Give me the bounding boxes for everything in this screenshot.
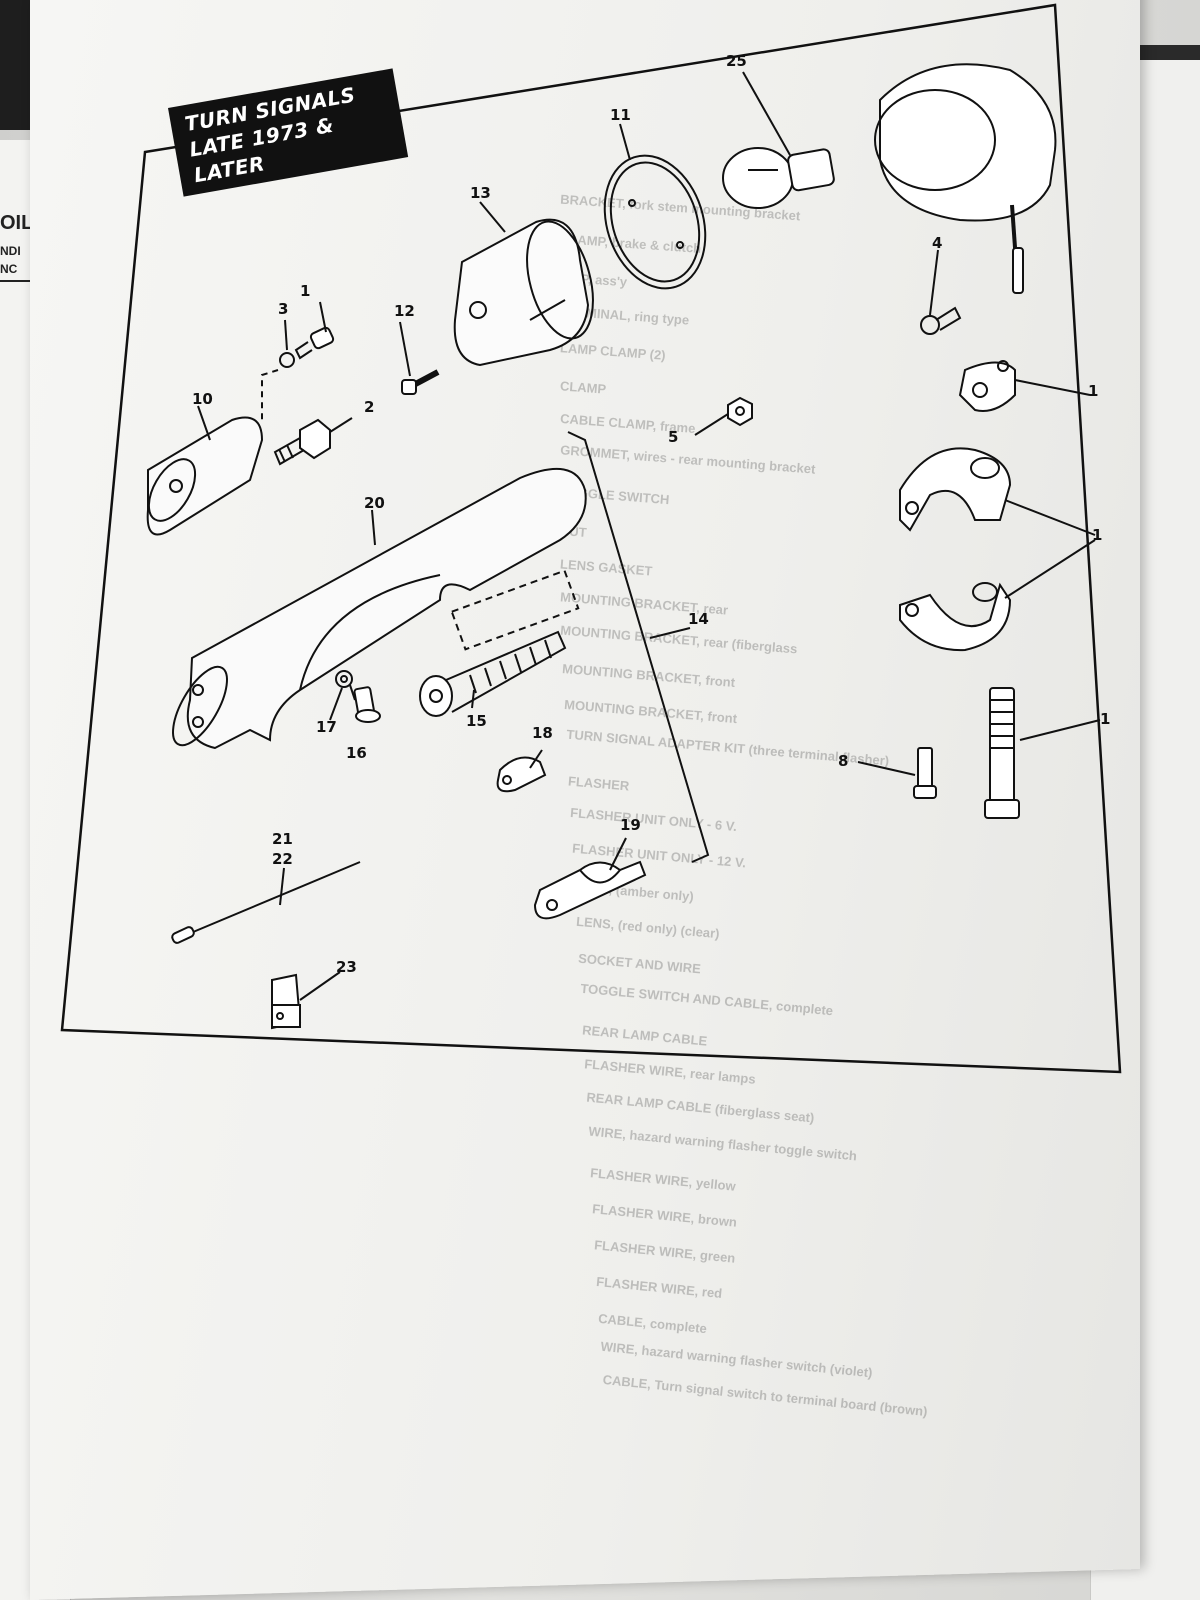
part-20-bracket xyxy=(172,467,587,750)
clamp-part xyxy=(958,360,1016,412)
long-bolt xyxy=(984,687,1020,819)
lamp-housing xyxy=(874,63,1057,294)
callout-17: 17 xyxy=(316,718,337,736)
part-25-bulb xyxy=(722,147,835,209)
part-1-screw xyxy=(294,326,335,360)
part-4-terminal xyxy=(920,306,962,335)
clamp-lower xyxy=(899,582,1012,652)
callout-1: 1 xyxy=(300,282,311,300)
callout-1-d: 1 xyxy=(1100,710,1111,728)
callout-23: 23 xyxy=(336,958,357,976)
callout-8: 8 xyxy=(838,752,849,770)
part-18-clip xyxy=(496,756,547,793)
part-5-nut xyxy=(727,396,753,427)
callout-25: 25 xyxy=(726,52,747,70)
part-11-gasket xyxy=(603,154,707,290)
callout-20: 20 xyxy=(364,494,385,512)
part-2-bolt xyxy=(273,418,331,466)
callout-13: 13 xyxy=(470,184,491,202)
part-12-screw xyxy=(401,369,440,395)
callout-2: 2 xyxy=(364,398,375,416)
left-page-fragment: OIL xyxy=(0,212,34,234)
part-16-screw xyxy=(353,686,381,723)
callout-11: 11 xyxy=(610,106,631,124)
part-23-connector xyxy=(271,973,302,1030)
part-13-cap xyxy=(453,218,594,367)
callout-1-b: 1 xyxy=(1088,382,1099,400)
divider xyxy=(0,280,30,282)
left-page-fragment: NDI xyxy=(0,244,21,258)
part-21-22-wire xyxy=(171,861,361,944)
callout-15: 15 xyxy=(466,712,487,730)
diagram-border xyxy=(60,3,1122,1074)
callout-5: 5 xyxy=(668,428,679,446)
callout-4: 4 xyxy=(932,234,943,252)
callout-19: 19 xyxy=(620,816,641,834)
callout-16: 16 xyxy=(346,744,367,762)
callout-21: 21 xyxy=(272,830,293,848)
part-15-bolt xyxy=(419,630,567,717)
part-19-clamp xyxy=(533,860,647,920)
callout-22: 22 xyxy=(272,850,293,868)
part-17-lockwasher xyxy=(335,670,353,688)
part-10-housing xyxy=(146,416,264,536)
callout-10: 10 xyxy=(192,390,213,408)
callout-3: 3 xyxy=(278,300,289,318)
callout-14: 14 xyxy=(688,610,709,628)
part-8-screw xyxy=(913,747,937,799)
part-3-washer xyxy=(279,352,295,368)
callout-1-c: 1 xyxy=(1092,526,1103,544)
left-page-fragment: NC xyxy=(0,262,18,276)
callout-12: 12 xyxy=(394,302,415,320)
clamp-upper xyxy=(899,447,1012,532)
callout-18: 18 xyxy=(532,724,553,742)
